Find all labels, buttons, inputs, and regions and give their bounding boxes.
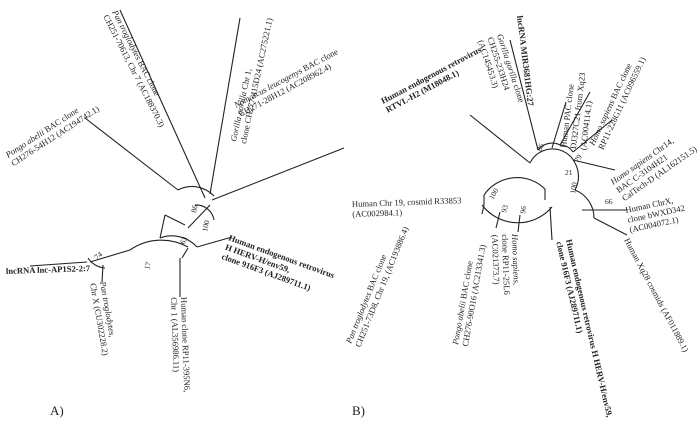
arc (159, 214, 166, 239)
leaf-label: Pongo abelii BAC cloneCH276-54H12 (AC194… (3, 95, 101, 169)
branch (29, 261, 88, 267)
panel-b-tree: lncRNA MIR3681HG:27 Gorilla gorilla clon… (343, 15, 699, 420)
leaf-label: lncRNA lnc-AP1S2-2:7 (6, 263, 91, 276)
branch (119, 9, 206, 199)
branch (572, 159, 616, 171)
panel-a-branches (29, 9, 345, 297)
arc (89, 249, 131, 263)
branch (549, 206, 553, 241)
branch (196, 236, 233, 248)
branch (517, 214, 521, 233)
arc (177, 185, 215, 197)
bootstrap-value: 21 (565, 168, 573, 177)
arc (194, 204, 215, 221)
branch (551, 101, 567, 149)
branch (211, 147, 345, 201)
panel-label: A) (50, 403, 64, 418)
bootstrap-value: 17 (142, 261, 153, 271)
leaf-label: Human clone RP11-395N6,Chr 1 (AL356986.1… (169, 297, 192, 393)
arc (181, 247, 189, 259)
branch (84, 117, 179, 191)
leaf-label: Human endogenous retrovirusRTVL-H2 (M180… (379, 44, 488, 114)
panel-label: B) (352, 403, 365, 418)
bootstrap-value: 100 (568, 181, 579, 194)
leaf-label: Pan troglodytes BAC cloneCH251-70613, Ch… (101, 7, 176, 128)
branch (164, 214, 186, 226)
bootstrap-value: 63 (178, 235, 190, 246)
arc (483, 177, 546, 196)
arc (129, 239, 189, 251)
branch (509, 39, 539, 151)
leaf-label: Human endogenous retrovirus H HERV-H/env… (554, 238, 615, 420)
arc (87, 257, 106, 269)
leaf-label: Human ChrX,clone bWXD342(AC004072.1) (624, 193, 687, 235)
branch (495, 211, 501, 229)
bootstrap-value: 100 (200, 219, 211, 232)
arc (574, 189, 595, 219)
arc (481, 204, 553, 224)
arc (574, 162, 579, 191)
arc (529, 148, 576, 164)
bootstrap-value: 86 (535, 142, 546, 153)
bootstrap-value: 79 (572, 153, 584, 165)
leaf-label: Human Chr 19, cosmid R33853(AC002984.1) (352, 195, 462, 219)
branch (469, 114, 531, 164)
bootstrap-value: 66 (605, 197, 613, 206)
leaf-label: Homo sapiens Chr14,BAC C-3104H21CalTech-… (608, 127, 699, 203)
leaf-label: Pan troglodytes,Chr X (CU302228.2) (88, 280, 121, 357)
bootstrap-value: 86 (189, 204, 199, 213)
leaf-label: Human Xq28 cosmids (AF011889.1) (622, 236, 691, 354)
leaf-label: Gorilla gorilla Chr 1,clone CH277-415D24… (228, 15, 274, 145)
panel-a-tree: Pan troglodytes BAC cloneCH251-70613, Ch… (3, 7, 345, 418)
panel-b-branches (469, 39, 628, 241)
arc (559, 144, 574, 153)
branch (559, 91, 591, 146)
arc (159, 235, 198, 248)
branch (572, 119, 613, 153)
leaf-label: Human endogenous retrovirusH HERV-H/env5… (220, 232, 336, 299)
bootstrap-value: 74 (93, 250, 105, 262)
bootstrap-value: 93 (499, 204, 510, 214)
branch (593, 217, 628, 236)
leaf-label: Homo sapiens BAC cloneRP11-228G11 (AC096… (586, 51, 647, 152)
branch (209, 17, 241, 195)
bootstrap-value: 96 (518, 205, 528, 214)
leaf-label: Pan troglodytes BAC cloneCH251-73D8, Chr… (343, 221, 410, 349)
leaf-label: Pongo abelii BAC cloneCH276-90O16 (AC213… (450, 242, 488, 348)
leaf-label: Homo sapiens,clone RP11-25L6(AC021373.7) (490, 233, 522, 296)
branch (187, 204, 211, 229)
